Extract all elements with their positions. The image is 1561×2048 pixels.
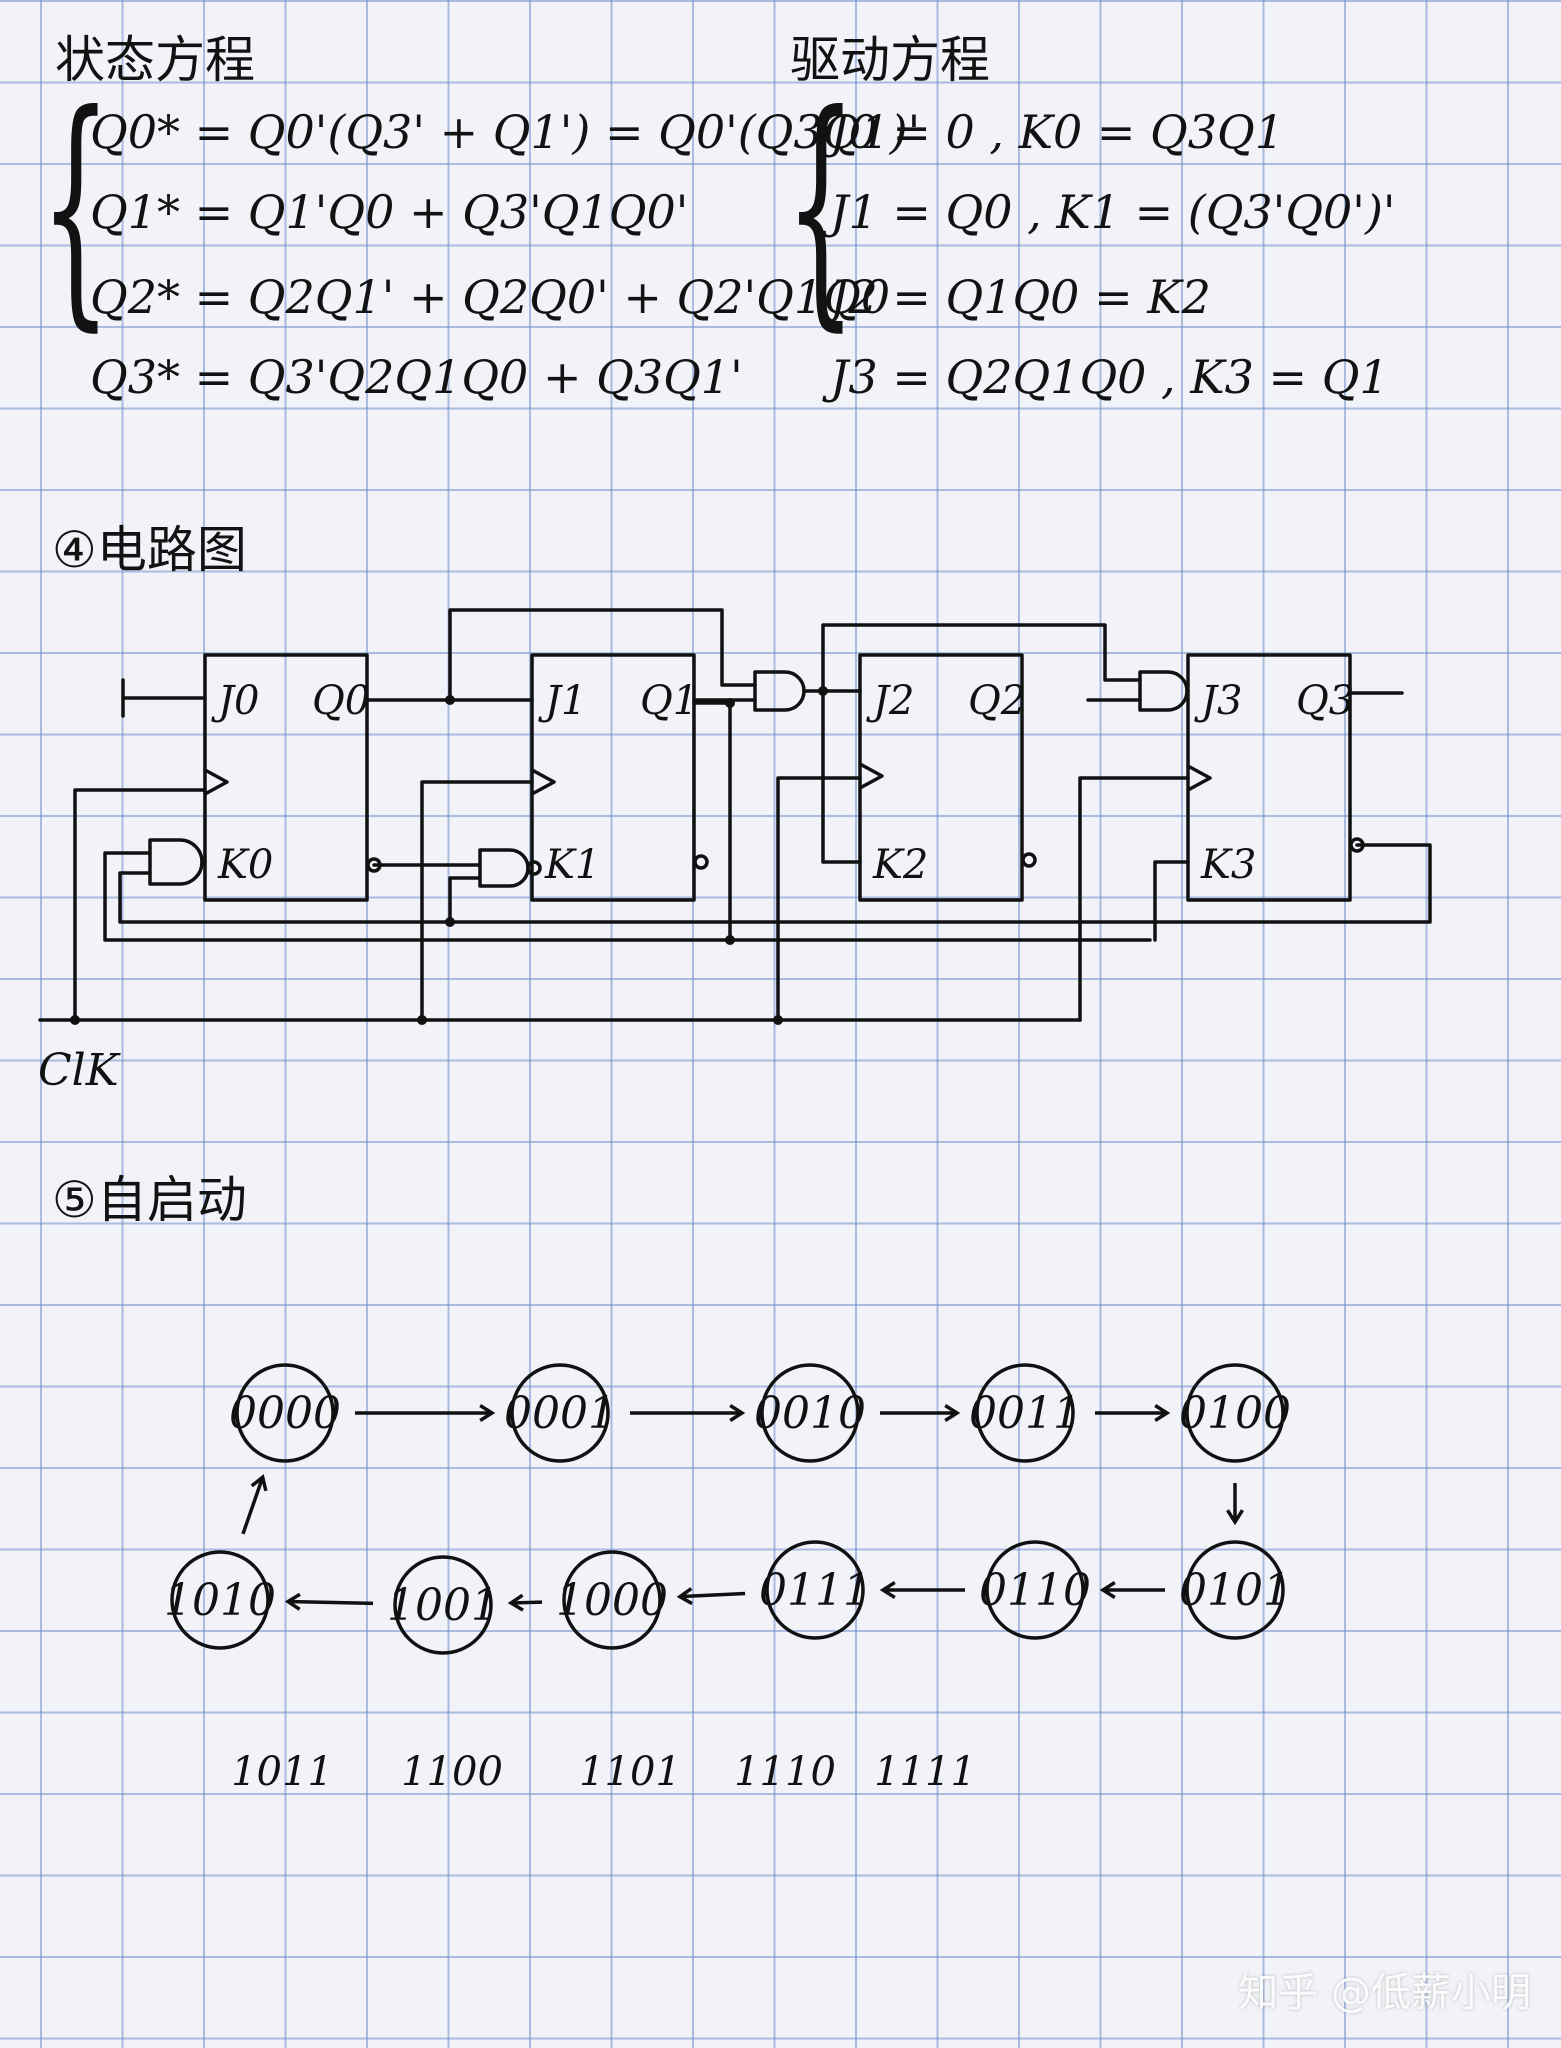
- drive-equation-j0-k0: J0 = 0 , K0 = Q3Q1: [830, 105, 1285, 159]
- state-label-0101: 0101: [1179, 1565, 1291, 1616]
- state-label-0011: 0011: [969, 1388, 1081, 1439]
- state-label-1010: 1010: [164, 1575, 276, 1626]
- ff3-k-label: K3: [1200, 842, 1256, 888]
- ff1-k-label: K1: [544, 842, 600, 888]
- state-circle-0010: [760, 1363, 860, 1463]
- transition-arrow-0000-head: [479, 1404, 496, 1422]
- drive-equation-j3-k3: J3 = Q2Q1Q0 , K3 = Q1: [830, 350, 1389, 404]
- state-equations-brace: {: [40, 61, 112, 352]
- state-equation-q0: Q0* = Q0'(Q3' + Q1') = Q0'(Q3Q1)': [90, 105, 921, 159]
- ff2-j-label: J2: [866, 678, 914, 724]
- state-diagram: [170, 1363, 1285, 1655]
- state-circle-0111: [765, 1540, 865, 1640]
- flipflop-0-box: [203, 653, 369, 902]
- drive-equations-brace: {: [785, 61, 857, 352]
- state-label-0100: 0100: [1179, 1388, 1291, 1439]
- state-label-0010: 0010: [754, 1388, 866, 1439]
- ff0-j-label: J0: [211, 678, 259, 724]
- transition-arrow-1000: [510, 1600, 543, 1605]
- ff1-j-label: J1: [538, 678, 586, 724]
- transition-arrow-0100-head: [1226, 1509, 1244, 1526]
- transition-arrow-0001-head: [729, 1404, 746, 1422]
- ff1-q-label: Q1: [640, 678, 698, 724]
- state-circle-1000: [562, 1550, 662, 1650]
- ff3-j-label: J3: [1194, 678, 1242, 724]
- state-equation-q1: Q1* = Q1'Q0 + Q3'Q1Q0': [90, 185, 689, 239]
- state-circle-0011: [975, 1363, 1075, 1463]
- state-circle-0101: [1185, 1540, 1285, 1640]
- state-circle-0001: [510, 1363, 610, 1463]
- transition-arrow-1010: [241, 1476, 265, 1535]
- ff0-q-label: Q0: [312, 678, 370, 724]
- state-circle-0100: [1185, 1363, 1285, 1463]
- self-start-title: ⑤自启动: [52, 1171, 247, 1229]
- state-equations-title: 状态方程: [55, 31, 255, 89]
- unused-state-1110: 1110: [734, 1749, 836, 1795]
- transition-arrow-0101-head: [1099, 1581, 1116, 1599]
- transition-arrow-0111-head: [676, 1587, 693, 1606]
- clock-label: ClK: [38, 1045, 121, 1096]
- state-circle-0000: [235, 1363, 335, 1463]
- state-label-0000: 0000: [229, 1388, 341, 1439]
- state-equation-q3: Q3* = Q3'Q2Q1Q0 + Q3Q1': [90, 350, 743, 404]
- transition-arrow-1001: [287, 1599, 374, 1606]
- ff3-q-label: Q3: [1296, 678, 1354, 724]
- state-label-1000: 1000: [556, 1575, 668, 1626]
- ff0-k-label: K0: [217, 842, 273, 888]
- drive-equations-title: 驱动方程: [790, 31, 990, 89]
- state-label-0111: 0111: [759, 1565, 871, 1616]
- watermark: 知乎 @低薪小明: [1238, 1970, 1531, 2016]
- drive-equation-j1-k1: J1 = Q0 , K1 = (Q3'Q0')': [830, 185, 1396, 239]
- transition-arrow-0111: [679, 1591, 746, 1599]
- state-circle-1001: [393, 1555, 493, 1655]
- unused-state-1011: 1011: [231, 1749, 333, 1795]
- unused-state-1101: 1101: [579, 1749, 681, 1795]
- state-circle-0110: [985, 1540, 1085, 1640]
- transition-arrow-1010-head: [250, 1474, 268, 1492]
- transition-arrow-1001-head: [284, 1592, 301, 1611]
- state-equation-q2: Q2* = Q2Q1' + Q2Q0' + Q2'Q1Q0: [90, 270, 891, 324]
- transition-arrow-1000-head: [507, 1593, 524, 1612]
- transition-arrow-0110-head: [879, 1581, 896, 1599]
- transition-arrow-0010-head: [944, 1404, 961, 1422]
- drive-equation-j2-k2: J2 = Q1Q0 = K2: [830, 270, 1211, 324]
- ff2-k-label: K2: [872, 842, 928, 888]
- flipflop-1-box: [530, 653, 696, 902]
- transition-arrow-0011-head: [1154, 1404, 1171, 1422]
- unused-state-1100: 1100: [401, 1749, 503, 1795]
- state-label-0001: 0001: [504, 1388, 616, 1439]
- ff2-q-label: Q2: [968, 678, 1026, 724]
- circuit-diagram-title: ④电路图: [52, 521, 247, 579]
- unused-state-1111: 1111: [874, 1749, 976, 1795]
- state-label-0110: 0110: [979, 1565, 1091, 1616]
- state-circle-1010: [170, 1550, 270, 1650]
- state-label-1001: 1001: [387, 1580, 499, 1631]
